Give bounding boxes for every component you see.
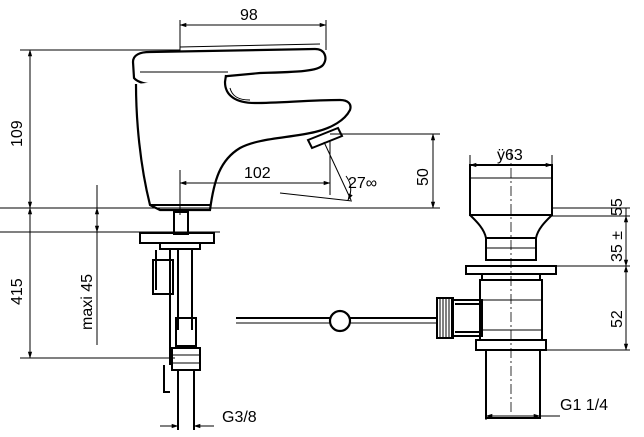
dim-waste-body-height: 52 bbox=[609, 310, 626, 328]
waste-dimensions bbox=[469, 155, 630, 420]
popup-waste-elevation bbox=[236, 150, 557, 419]
dim-spout-reach-top: 98 bbox=[240, 7, 258, 24]
waste-rod-ball bbox=[328, 309, 352, 333]
dim-installation-depth: 415 bbox=[9, 278, 26, 305]
mounting-stud bbox=[173, 211, 189, 235]
faucet-elevation bbox=[0, 43, 440, 430]
dim-spout-reach-inner: 102 bbox=[244, 165, 271, 182]
dim-waste-cap-height: 55 bbox=[609, 198, 626, 216]
faucet-aerator bbox=[306, 126, 344, 150]
faucet-body bbox=[134, 74, 352, 212]
dim-waste-diameter: ÿ63 bbox=[497, 147, 523, 164]
dim-max-worktop: maxi 45 bbox=[79, 274, 96, 330]
dim-lever-angle: 27∞ bbox=[348, 175, 377, 192]
dim-waste-thread: G1 1/4 bbox=[560, 397, 608, 414]
dim-waste-tolerance: 35 ± bbox=[609, 231, 626, 262]
waste-tailpipe bbox=[485, 349, 541, 419]
dim-height-left: 109 bbox=[9, 120, 26, 147]
faucet-lever bbox=[131, 47, 327, 86]
supply-hose-left bbox=[155, 250, 171, 365]
waste-rod-nut bbox=[436, 297, 454, 339]
hose-nut bbox=[171, 347, 201, 371]
dim-supply-thread: G3/8 bbox=[222, 409, 257, 426]
dim-outlet-height: 50 bbox=[415, 168, 432, 186]
supply-hose-right bbox=[177, 250, 193, 330]
faucet-dimensions bbox=[20, 20, 440, 429]
waste-side-connector bbox=[451, 299, 483, 337]
